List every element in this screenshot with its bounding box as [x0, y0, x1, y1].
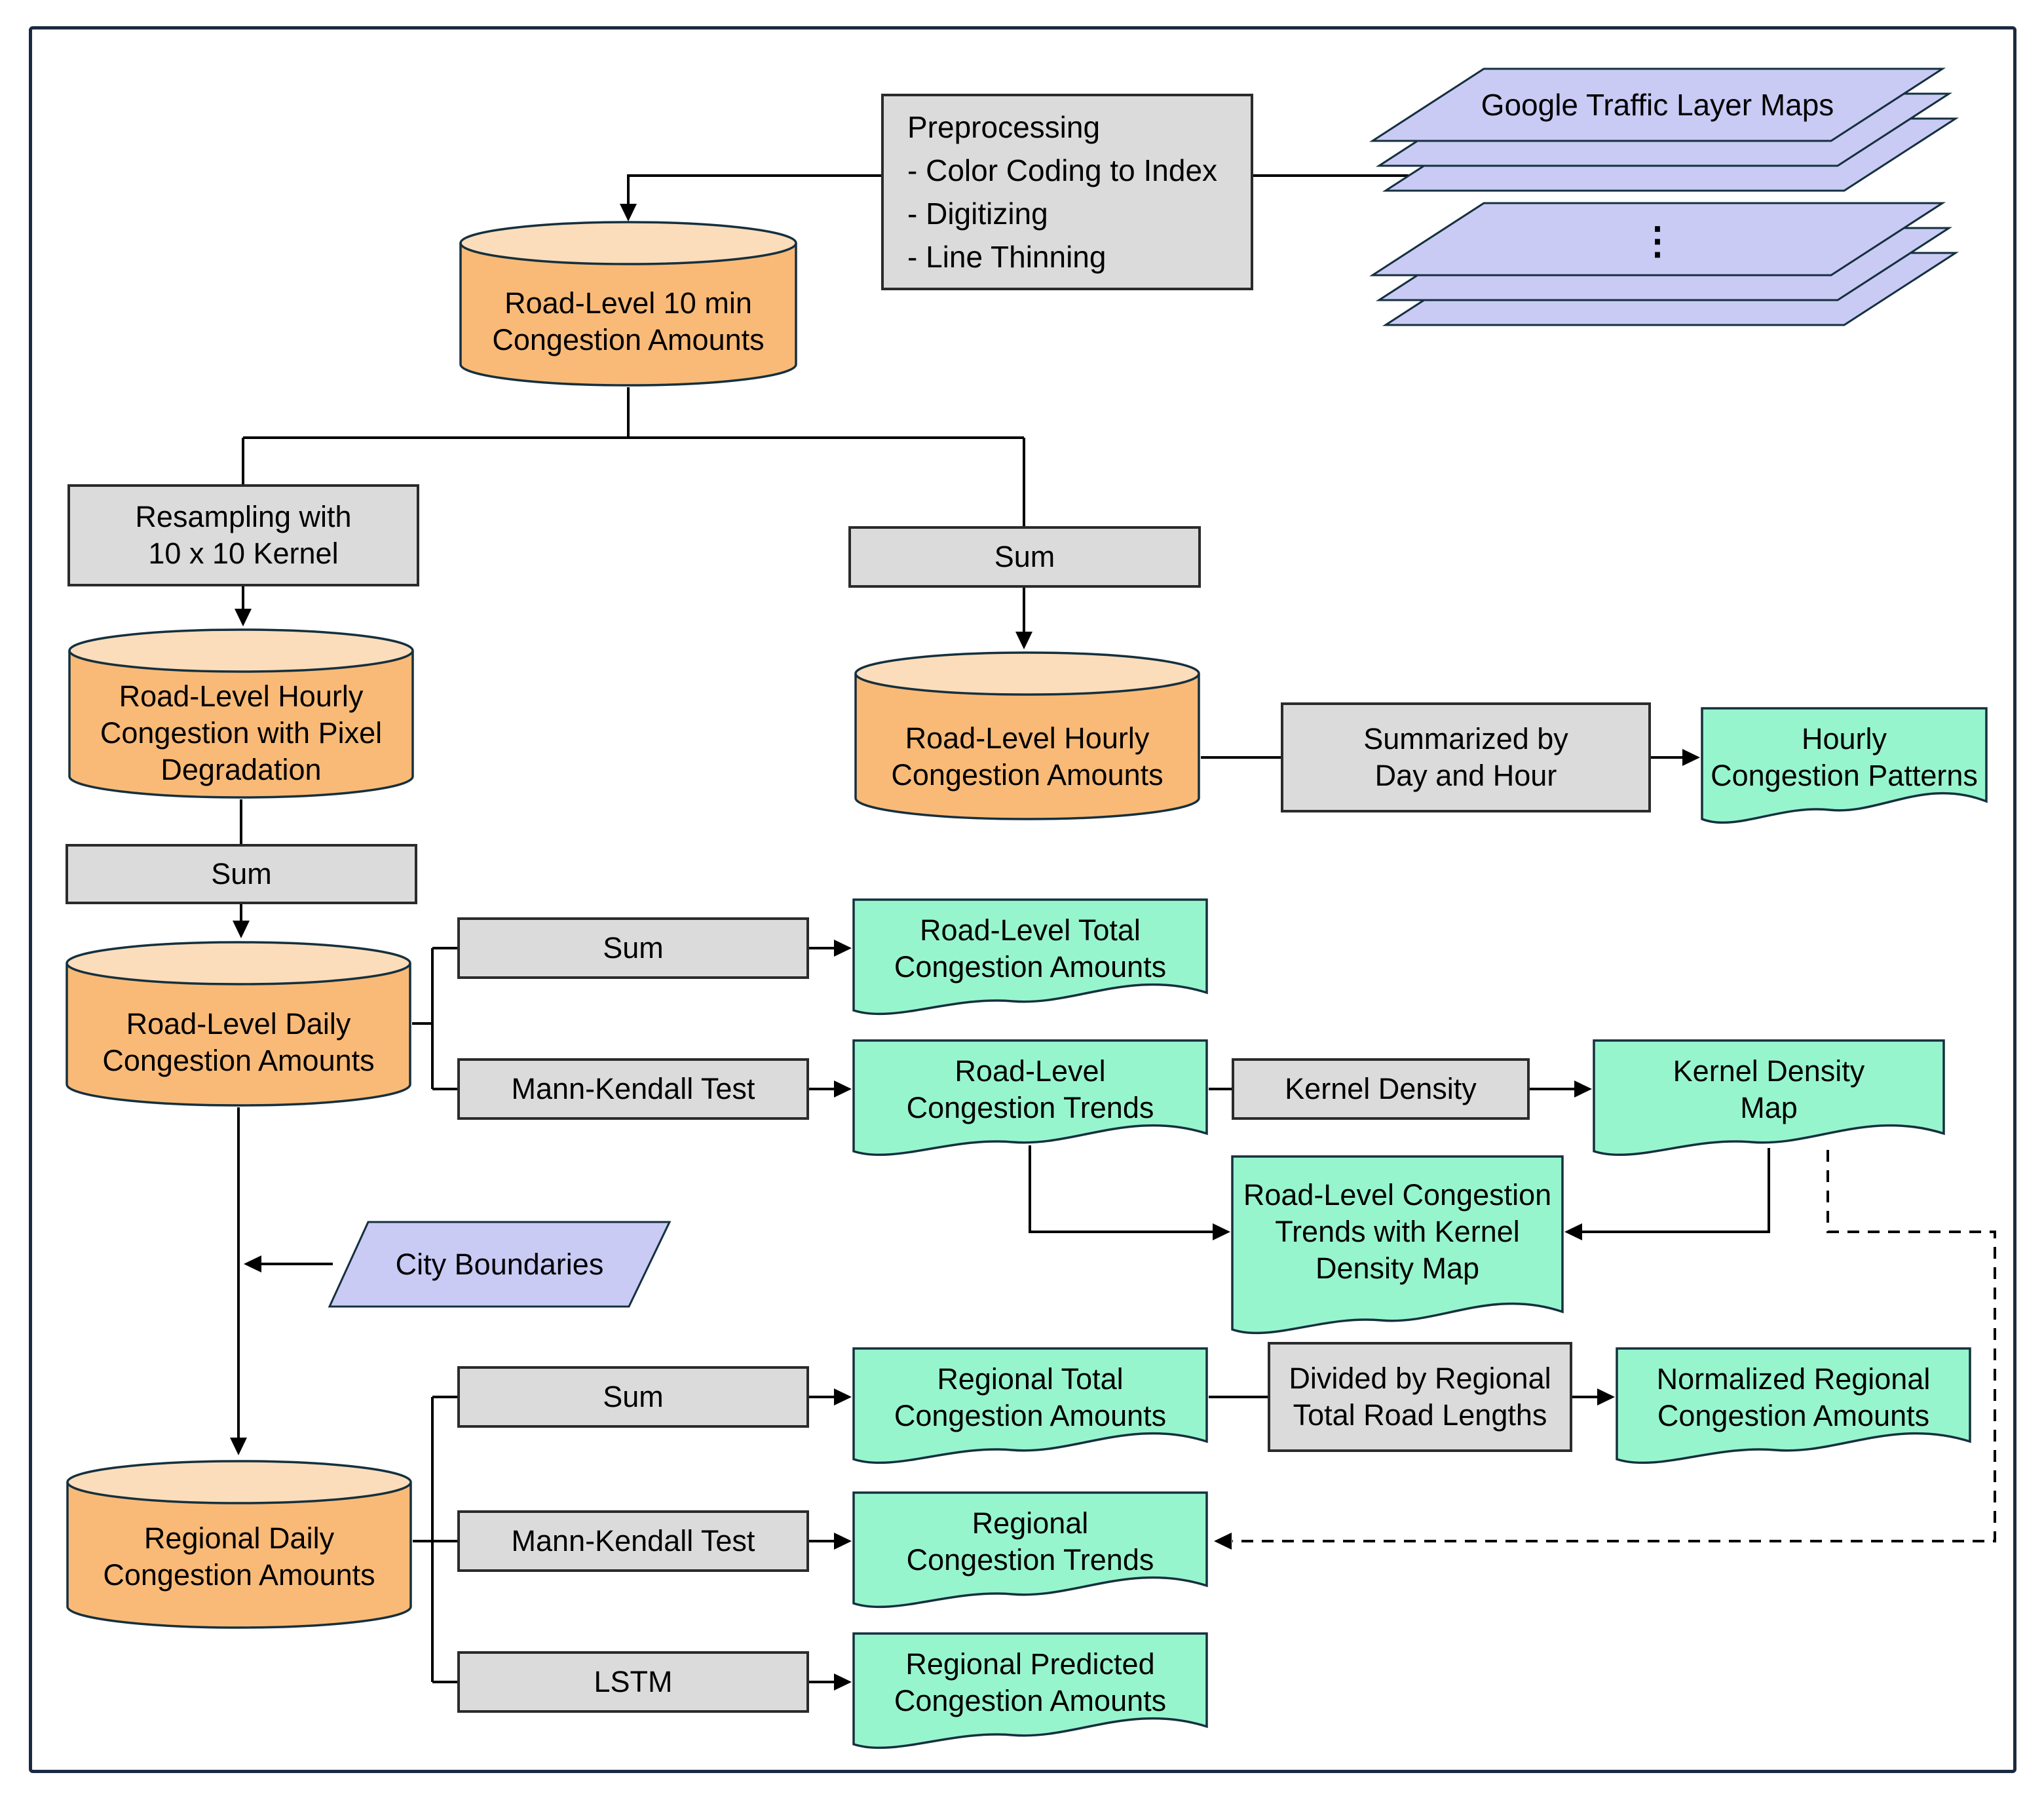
datastore-regional-daily: Regional Daily Congestion Amounts [66, 1459, 413, 1630]
datastore-road-hourly: Road-Level Hourly Congestion Amounts [854, 651, 1201, 821]
cylinder-shape [854, 651, 1200, 820]
datastore-road-level-10min: Road-Level 10 min Congestion Amounts [459, 220, 798, 387]
ellipsis-icon: ⋮ [1638, 220, 1676, 262]
process-mann-kendall-road: Mann-Kendall Test [457, 1058, 809, 1120]
cylinder-shape [68, 628, 414, 799]
output-normalized-regional: Normalized Regional Congestion Amounts [1615, 1347, 1972, 1471]
document-shape [1231, 1155, 1564, 1335]
connector-kdm-to-trendskdm [1571, 1148, 1770, 1233]
input-city-boundaries: City Boundaries [328, 1220, 672, 1309]
process-summarized-by-day-hour: Summarized by Day and Hour [1281, 702, 1651, 812]
connector-preprocessing-to-10min [627, 174, 881, 215]
output-regional-total: Regional Total Congestion Amounts [852, 1347, 1209, 1471]
process-preprocessing: Preprocessing - Color Coding to Index - … [881, 94, 1253, 290]
output-regional-trends: Regional Congestion Trends [852, 1491, 1209, 1615]
output-kernel-density-map: Kernel Density Map [1592, 1039, 1946, 1163]
preprocessing-title: Preprocessing [907, 110, 1101, 144]
output-regional-predicted: Regional Predicted Congestion Amounts [852, 1632, 1209, 1756]
city-boundaries-label: City Boundaries [395, 1247, 604, 1281]
connector-10min-junction [242, 387, 1025, 526]
parallelogram-shape [328, 1221, 672, 1308]
preprocessing-bullet: - Line Thinning [907, 240, 1107, 274]
cylinder-shape [66, 941, 411, 1107]
connector-trends-to-trendskdm [1029, 1145, 1225, 1233]
bracket-regional-daily [413, 1396, 457, 1683]
datastore-road-hourly-pixel-degradation: Road-Level Hourly Congestion with Pixel … [67, 628, 415, 799]
outer-border [29, 26, 2016, 1773]
output-road-trends-with-kdm: Road-Level Congestion Trends with Kernel… [1230, 1155, 1564, 1341]
datastore-road-daily: Road-Level Daily Congestion Amounts [65, 940, 412, 1107]
document-shape [1616, 1347, 1971, 1464]
preprocessing-bullet: - Color Coding to Index [907, 153, 1218, 187]
bracket-road-daily [412, 947, 457, 1090]
output-road-level-total: Road-Level Total Congestion Amounts [852, 898, 1209, 1022]
output-road-level-trends: Road-Level Congestion Trends [852, 1039, 1209, 1163]
connector-kdm-to-regional-trends-dashed [1232, 1150, 1996, 1542]
document-shape [1701, 707, 1988, 824]
cylinder-shape [66, 1460, 412, 1629]
process-lstm: LSTM [457, 1651, 809, 1713]
input-google-traffic-layer-maps: Google Traffic Layer Maps ⋮ [1369, 66, 1965, 334]
process-sum-to-hourly: Sum [848, 526, 1201, 588]
process-resampling: Resampling with 10 x 10 Kernel [67, 484, 419, 586]
google-maps-label: Google Traffic Layer Maps [1481, 88, 1834, 122]
process-sum-to-daily: Sum [66, 844, 417, 904]
process-kernel-density: Kernel Density [1232, 1058, 1530, 1120]
output-hourly-congestion-patterns: Hourly Congestion Patterns [1700, 706, 1988, 831]
document-shape [1593, 1039, 1945, 1156]
process-mann-kendall-regional: Mann-Kendall Test [457, 1510, 809, 1572]
document-shape [852, 1491, 1208, 1609]
document-shape [852, 1347, 1208, 1464]
process-sum-regional-total: Sum [457, 1366, 809, 1428]
cylinder-shape [459, 221, 797, 387]
process-divided-by-road-lengths: Divided by Regional Total Road Lengths [1268, 1342, 1572, 1452]
map-stack-shape [1369, 67, 1959, 326]
document-shape [852, 1632, 1208, 1749]
document-shape [852, 1039, 1208, 1156]
document-shape [852, 898, 1208, 1016]
process-sum-road-total: Sum [457, 917, 809, 979]
preprocessing-bullet: - Digitizing [907, 197, 1048, 231]
